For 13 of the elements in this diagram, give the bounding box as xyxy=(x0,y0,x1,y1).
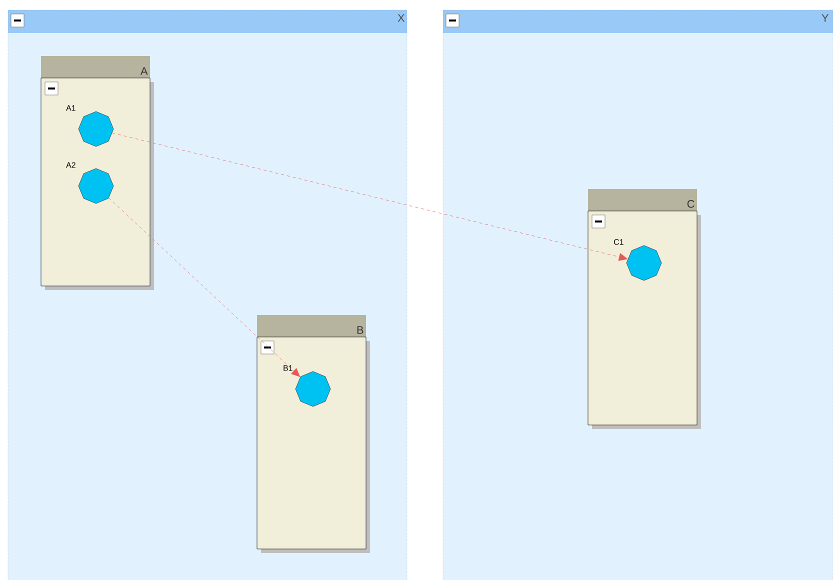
node-label: A1 xyxy=(66,105,76,111)
arrow xyxy=(108,198,300,377)
node-label: A2 xyxy=(66,162,76,168)
node-label: A xyxy=(140,67,148,75)
port-octagon: A1 xyxy=(66,105,114,147)
arrow xyxy=(112,132,628,261)
port-octagon: B1 xyxy=(284,365,331,407)
node-label: C1 xyxy=(614,239,624,245)
port-octagon: C1 xyxy=(614,239,662,281)
node-label: B1 xyxy=(284,365,292,371)
node-label: B xyxy=(357,326,364,334)
node-label: C xyxy=(687,200,694,208)
port-octagon: A2 xyxy=(66,162,114,204)
